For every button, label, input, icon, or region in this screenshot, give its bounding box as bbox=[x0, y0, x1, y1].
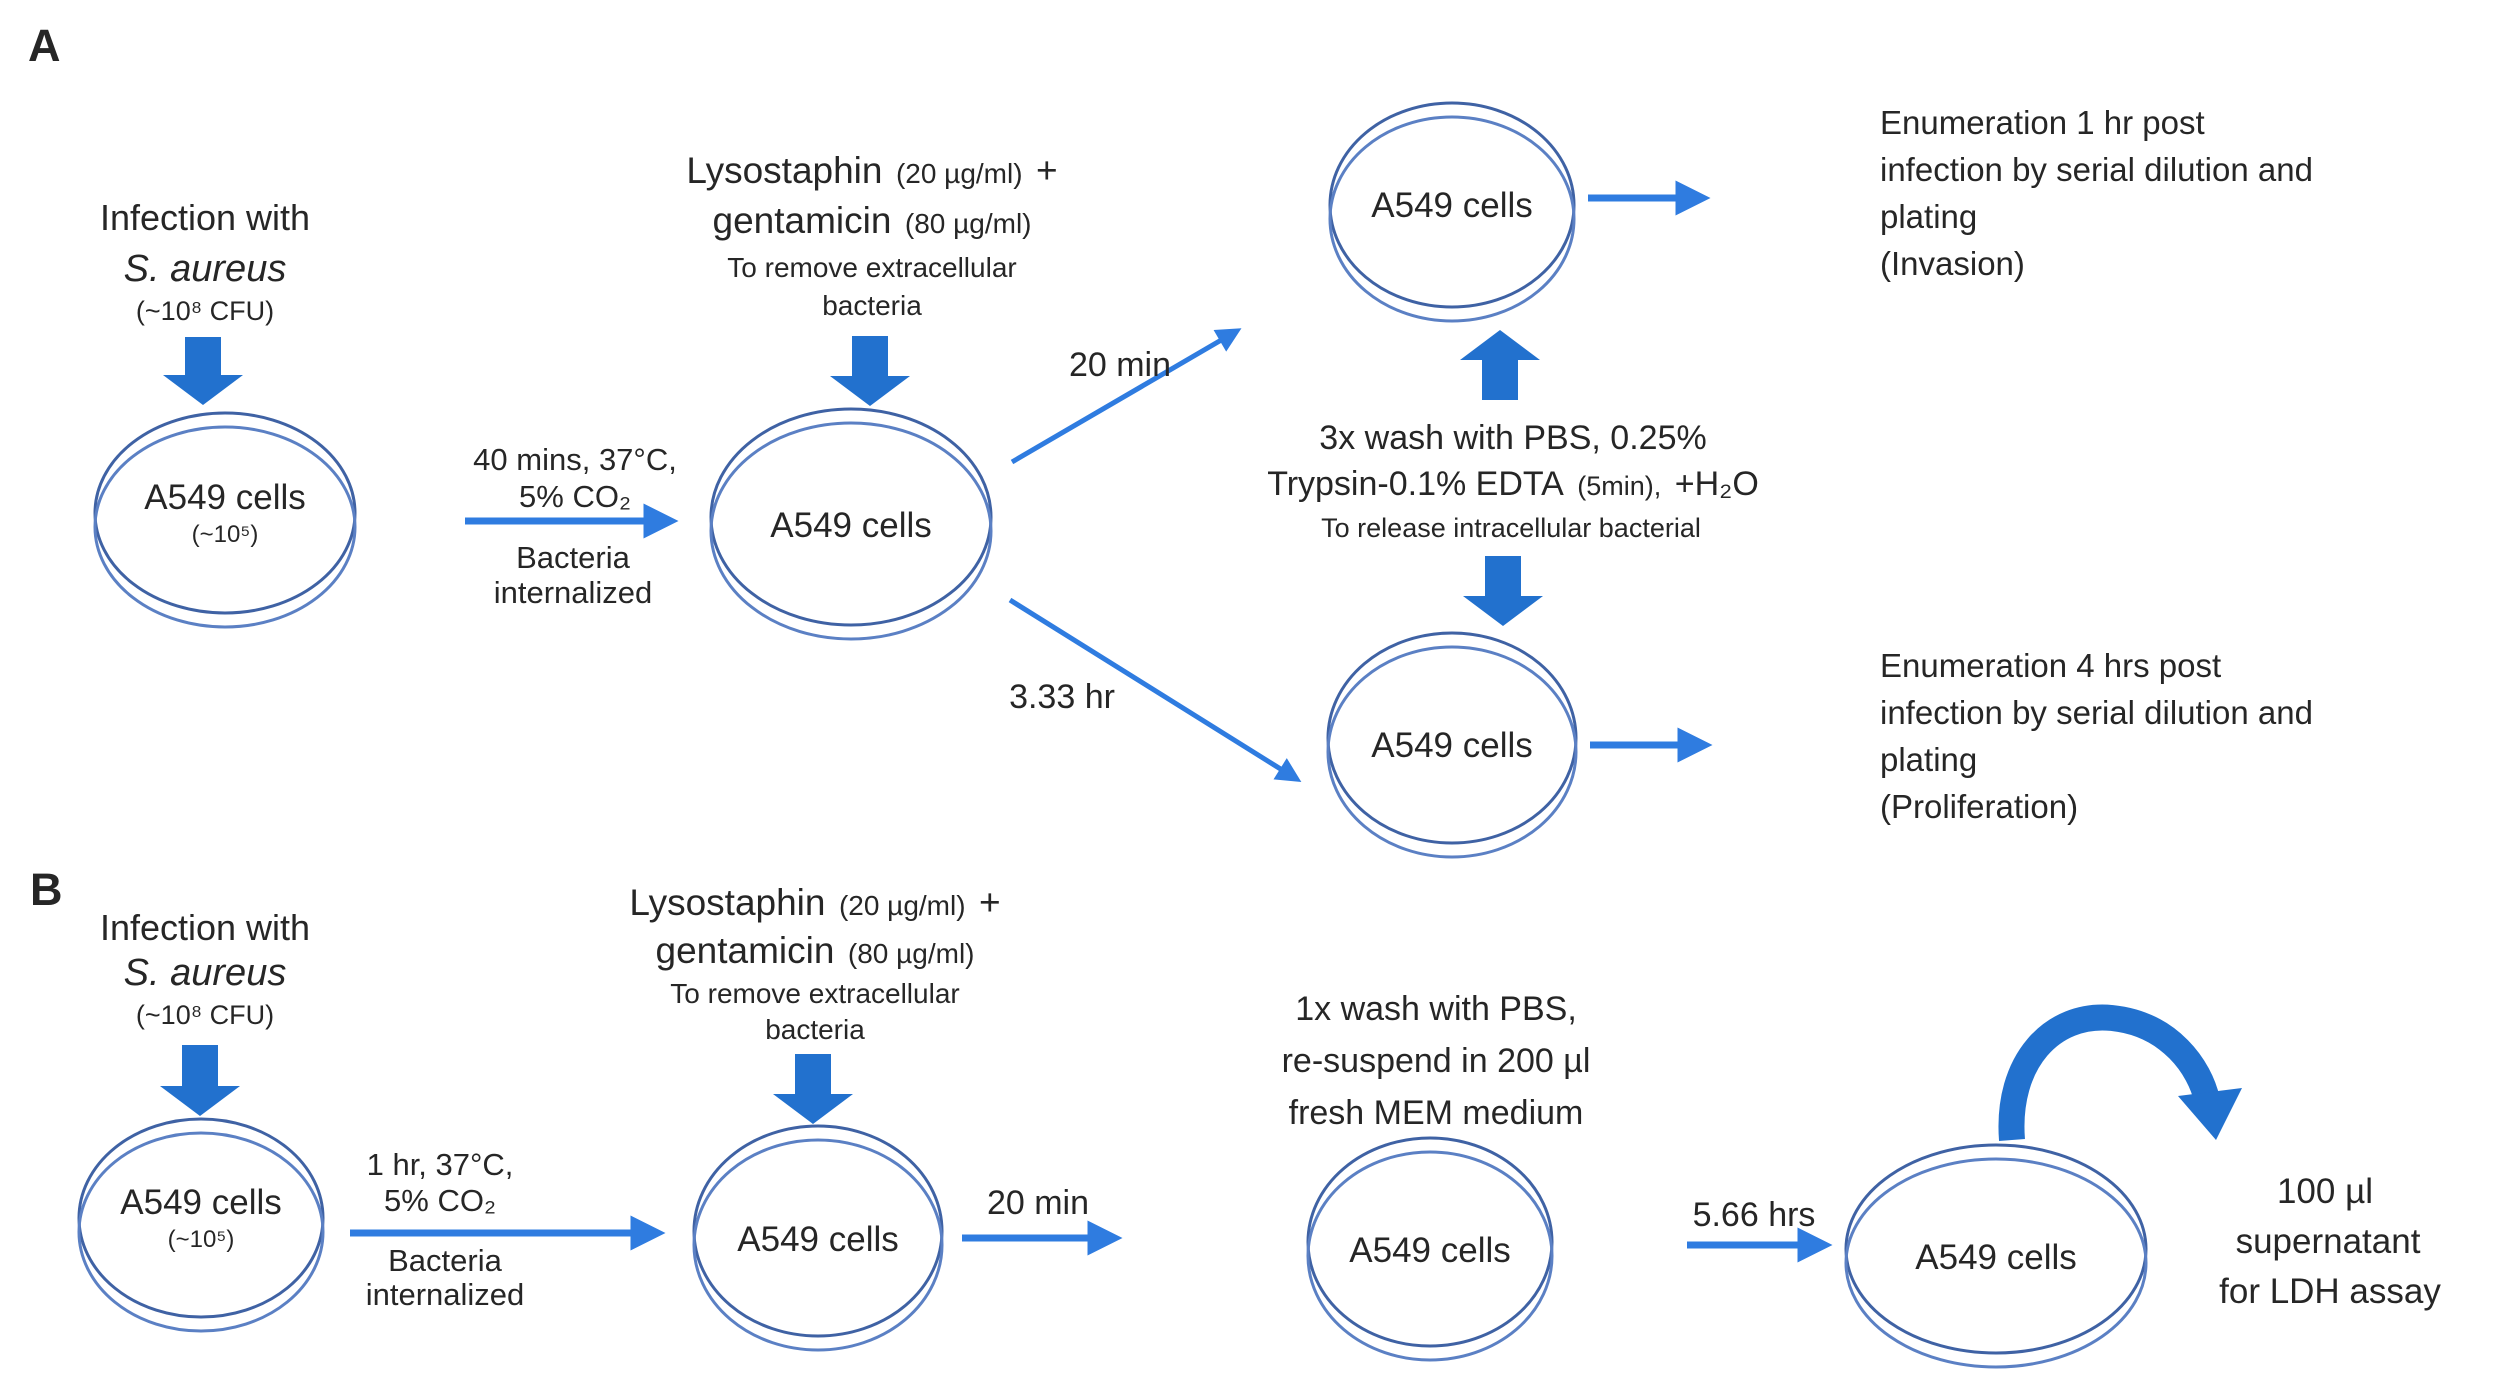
curved-arrow-head bbox=[2178, 1088, 2242, 1140]
dish-b3-label: A549 cells bbox=[1349, 1231, 1511, 1270]
dish-a2-label: A549 cells bbox=[770, 506, 932, 545]
wash-line2-a: Trypsin-0.1% EDTA (5min), +H₂O bbox=[1267, 465, 1759, 503]
enumeration-invasion-line2: infection by serial dilution and bbox=[1880, 150, 2313, 188]
petri-dish-b2 bbox=[692, 1124, 944, 1352]
treatment-drug1-b: Lysostaphin bbox=[629, 882, 826, 923]
treatment-plus-b: + bbox=[979, 882, 1001, 923]
enumeration-invasion-line1: Enumeration 1 hr post bbox=[1880, 104, 2205, 141]
flow-arrow-branch-invasion bbox=[1010, 328, 1242, 465]
treatment-purpose2-a: bacteria bbox=[822, 290, 922, 321]
enumeration-invasion-line3: plating bbox=[1880, 197, 1978, 235]
petri-dish-a3 bbox=[1328, 101, 1576, 323]
wash-line1-a: 3x wash with PBS, 0.25% bbox=[1319, 419, 1707, 457]
wash-line1-b: 1x wash with PBS, bbox=[1295, 990, 1577, 1028]
dish-a3-label: A549 cells bbox=[1371, 186, 1533, 225]
petri-dish-b4 bbox=[1844, 1143, 2148, 1369]
block-arrow-down-wash-a bbox=[1463, 556, 1543, 626]
treatment-plus-a: + bbox=[1036, 150, 1058, 191]
wash-line2-main-a: Trypsin-0.1% EDTA bbox=[1267, 465, 1564, 503]
treatment-drug2-b: gentamicin bbox=[655, 930, 835, 971]
wash-line2-b: re-suspend in 200 µl bbox=[1281, 1042, 1591, 1080]
enumeration-proliferation-line4: (Proliferation) bbox=[1880, 787, 2079, 825]
panel-b-label: B bbox=[30, 864, 63, 915]
treatment-dose1-b: (20 µg/ml) bbox=[838, 890, 966, 921]
enumeration-proliferation-line1: Enumeration 4 hrs post bbox=[1880, 647, 2222, 684]
organism-name-a: S. aureus bbox=[123, 248, 287, 290]
dish-b1-seed-count: (~10⁵) bbox=[167, 1226, 235, 1253]
incubation-co2-a: 5% CO₂ bbox=[519, 479, 631, 514]
wash-line2-end-a: +H₂O bbox=[1674, 465, 1759, 503]
branch-proliferation-time-label: 3.33 hr bbox=[1009, 678, 1115, 716]
infection-title-a: Infection with bbox=[99, 197, 311, 238]
incubation-time-b: 1 hr, 37°C, bbox=[366, 1147, 514, 1182]
ldh-line1: 100 µl bbox=[2276, 1172, 2374, 1211]
treatment-line1-a: Lysostaphin (20 µg/ml) + bbox=[686, 150, 1057, 191]
enumeration-proliferation-line2: infection by serial dilution and bbox=[1880, 693, 2313, 731]
petri-dish-b1 bbox=[77, 1117, 325, 1333]
block-arrow-up-wash-a bbox=[1460, 330, 1540, 400]
curved-arrow-supernatant bbox=[1998, 1004, 2220, 1141]
treatment-drug1-a: Lysostaphin bbox=[686, 150, 883, 191]
treatment-drug2-a: gentamicin bbox=[712, 200, 892, 241]
step-566hrs-label-b: 5.66 hrs bbox=[1692, 1196, 1816, 1234]
cfu-count-b: (~10⁸ CFU) bbox=[135, 1000, 275, 1030]
dish-a1-label: A549 cells bbox=[144, 478, 306, 517]
petri-dish-a2 bbox=[709, 407, 993, 641]
branch-invasion-time-label: 20 min bbox=[1068, 346, 1172, 384]
step-20min-label-b: 20 min bbox=[986, 1184, 1090, 1222]
block-arrow-down-infection-a bbox=[163, 337, 243, 405]
dish-b1-label: A549 cells bbox=[120, 1183, 282, 1222]
block-arrow-down-infection-b bbox=[160, 1045, 240, 1116]
petri-dish-b3 bbox=[1306, 1136, 1554, 1362]
incubation-result2-a: internalized bbox=[493, 575, 653, 610]
dish-b2-label: A549 cells bbox=[737, 1220, 899, 1259]
panel-a-label: A bbox=[28, 20, 61, 71]
enumeration-proliferation-text: Enumeration 4 hrs post infection by seri… bbox=[1880, 643, 2313, 830]
dish-a1-seed-count: (~10⁵) bbox=[191, 521, 259, 548]
flow-arrow-branch-proliferation bbox=[1008, 597, 1302, 782]
treatment-dose2-b: (80 µg/ml) bbox=[847, 938, 975, 969]
block-arrow-down-treatment-b bbox=[773, 1054, 853, 1124]
treatment-purpose2-b: bacteria bbox=[765, 1014, 865, 1045]
petri-dish-a4 bbox=[1326, 631, 1578, 859]
block-arrow-down-treatment-a bbox=[830, 336, 910, 406]
organism-name-b: S. aureus bbox=[123, 952, 287, 994]
wash-purpose-a: To release intracellular bacterial bbox=[1321, 513, 1701, 543]
treatment-dose2-a: (80 µg/ml) bbox=[904, 208, 1032, 239]
incubation-result1-a: Bacteria bbox=[516, 540, 630, 575]
cfu-count-a: (~10⁸ CFU) bbox=[135, 296, 275, 326]
infection-title-b: Infection with bbox=[99, 907, 311, 948]
wash-line3-b: fresh MEM medium bbox=[1288, 1094, 1584, 1132]
incubation-time-a: 40 mins, 37°C, bbox=[473, 442, 677, 477]
petri-dish-a1 bbox=[93, 411, 357, 629]
enumeration-invasion-line4: (Invasion) bbox=[1880, 244, 2025, 282]
enumeration-proliferation-line3: plating bbox=[1880, 740, 1978, 778]
dish-b4-label: A549 cells bbox=[1915, 1238, 2077, 1277]
ldh-line2: supernatant bbox=[2235, 1222, 2421, 1261]
treatment-purpose1-b: To remove extracellular bbox=[670, 978, 960, 1009]
treatment-line2-b: gentamicin (80 µg/ml) bbox=[656, 930, 975, 971]
enumeration-invasion-text: Enumeration 1 hr post infection by seria… bbox=[1880, 100, 2313, 287]
ldh-line3: for LDH assay bbox=[2219, 1272, 2441, 1311]
wash-line2-small-a: (5min), bbox=[1577, 471, 1662, 501]
treatment-purpose1-a: To remove extracellular bbox=[727, 252, 1017, 283]
treatment-dose1-a: (20 µg/ml) bbox=[895, 158, 1023, 189]
incubation-result1-b: Bacteria bbox=[388, 1243, 502, 1278]
treatment-line2-a: gentamicin (80 µg/ml) bbox=[713, 200, 1032, 241]
incubation-co2-b: 5% CO₂ bbox=[384, 1183, 496, 1218]
treatment-line1-b: Lysostaphin (20 µg/ml) + bbox=[629, 882, 1000, 923]
incubation-result2-b: internalized bbox=[365, 1277, 525, 1312]
dish-a4-label: A549 cells bbox=[1371, 726, 1533, 765]
